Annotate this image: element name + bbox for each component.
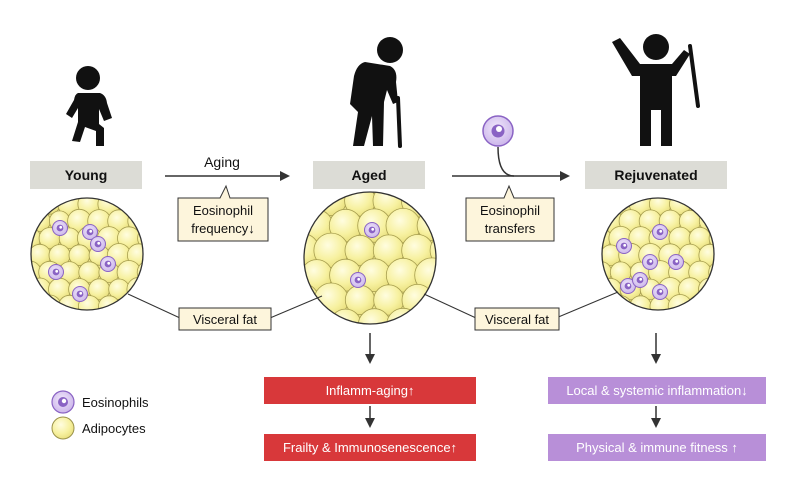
callout-transfers-line2: transfers (485, 221, 536, 236)
adipocyte-cell (602, 278, 623, 301)
eosinophil-transfer-icon (482, 115, 514, 147)
stage-label-aged: Aged (352, 167, 387, 183)
callout-eosinophil-frequency: Eosinophil frequency↓ (177, 184, 269, 242)
eosinophil-cell (652, 284, 668, 300)
rejuvenated-person-icon (612, 34, 700, 146)
adipocyte-cell (708, 260, 714, 284)
callout-transfers-line1: Eosinophil (480, 203, 540, 218)
adipocyte-cell (10, 177, 31, 198)
eosinophil-cell (48, 264, 64, 280)
adipocyte-cell (136, 294, 143, 310)
eosinophil-cell (642, 254, 658, 270)
local-systemic-box (548, 377, 766, 404)
adipocyte-cell (137, 198, 143, 216)
visceral-fat-label-left: Visceral fat (193, 312, 257, 327)
adipocyte-cell (304, 283, 320, 317)
adipocyte-cell (31, 210, 32, 233)
adipocyte-cell (31, 198, 41, 215)
adipocyte-cell (304, 309, 333, 324)
stage-box-rejuvenated (585, 161, 727, 189)
adipocyte-cell (273, 210, 304, 241)
adipocyte-cell (31, 277, 52, 302)
adipocyte-cell (602, 244, 603, 267)
adipocyte-cell (707, 294, 714, 310)
adipocyte-cell (386, 307, 421, 324)
fat-connector-rejuv (555, 291, 619, 319)
visceral-fat-label-right: Visceral fat (485, 312, 549, 327)
rejuv-fat-outline (601, 197, 715, 311)
adipocyte-cell (136, 260, 143, 285)
adipocyte-cell (709, 198, 714, 215)
adipocyte-cell (429, 233, 436, 268)
aged-fat-outline (303, 191, 437, 325)
callout-frequency-line2: frequency↓ (191, 221, 255, 236)
adipocyte-cell (609, 295, 632, 310)
adipocyte-cell (31, 294, 43, 310)
legend-adipocytes-label: Adipocytes (82, 421, 146, 436)
adipocyte-cell (581, 211, 601, 231)
callout-frequency-line1: Eosinophil (193, 203, 253, 218)
stage-box-aged (313, 161, 425, 189)
young-visceral-fat (10, 177, 144, 311)
local-systemic-label: Local & systemic inflammation↓ (566, 383, 747, 398)
visceral-fat-label-right-box (474, 307, 560, 331)
eosinophil-cell (82, 224, 98, 240)
fat-connector-young (127, 293, 181, 319)
adipocyte-cell (414, 307, 436, 324)
eosinophil-cell (52, 220, 68, 236)
inflamm-aging-label: Inflamm-aging↑ (326, 383, 415, 398)
young-child-icon (66, 66, 112, 146)
young-fat-outline (30, 197, 144, 311)
adipocyte-cell (118, 295, 140, 310)
adipocyte-cell (356, 192, 392, 194)
eosinophil-cell (72, 286, 88, 302)
callout-eosinophil-transfers: Eosinophil transfers (465, 184, 555, 242)
rejuvenated-visceral-fat (581, 197, 715, 311)
adipocyte-cell (602, 198, 614, 217)
eosinophil-cell (350, 272, 366, 288)
eosinophil-cell (652, 224, 668, 240)
adipocyte-cell (357, 308, 391, 324)
stage-box-young (30, 161, 142, 189)
eosinophil-cell (632, 272, 648, 288)
inflamm-aging-box (264, 377, 476, 404)
adipocyte-cell (137, 226, 143, 250)
stage-label-young: Young (65, 167, 108, 183)
adipocyte-cell (629, 295, 652, 310)
eosinophil-cell (364, 222, 380, 238)
adipocyte-cell (698, 243, 714, 267)
eosinophil-cell (620, 278, 636, 294)
adipocyte-cell (602, 277, 603, 301)
frailty-box (264, 434, 476, 461)
eosinophil-cell (90, 236, 106, 252)
adipocyte-cell (429, 283, 436, 317)
legend-eosinophils-label: Eosinophils (82, 395, 149, 410)
frailty-label: Frailty & Immunosenescence↑ (283, 440, 457, 455)
adipocyte-cell (98, 295, 121, 310)
physical-immune-label: Physical & immune fitness ↑ (576, 440, 738, 455)
fat-connector-aged-right (423, 293, 477, 319)
adipocyte-cell (37, 294, 62, 310)
adipocyte-cell (31, 243, 32, 267)
legend-eosinophil-icon (51, 390, 75, 414)
adipocyte-cell (429, 192, 436, 218)
eosinophil-cell (668, 254, 684, 270)
stage-label-rejuvenated: Rejuvenated (614, 167, 697, 183)
eosinophil-cell (616, 238, 632, 254)
adipocyte-cell (31, 277, 33, 302)
eosinophil-cell (100, 256, 116, 272)
aging-arrow-label: Aging (204, 154, 240, 170)
adipocyte-cell (273, 260, 303, 290)
physical-immune-box (548, 434, 766, 461)
legend-adipocyte-icon (51, 416, 75, 440)
legend: Eosinophils Adipocytes (51, 390, 149, 440)
visceral-fat-label-left-box (178, 307, 272, 331)
elderly-person-icon (350, 37, 403, 148)
fat-connector-aged-left (269, 295, 323, 319)
transfer-curve (497, 146, 515, 177)
adipocyte-cell (667, 294, 693, 310)
adipocyte-cell (708, 227, 714, 250)
